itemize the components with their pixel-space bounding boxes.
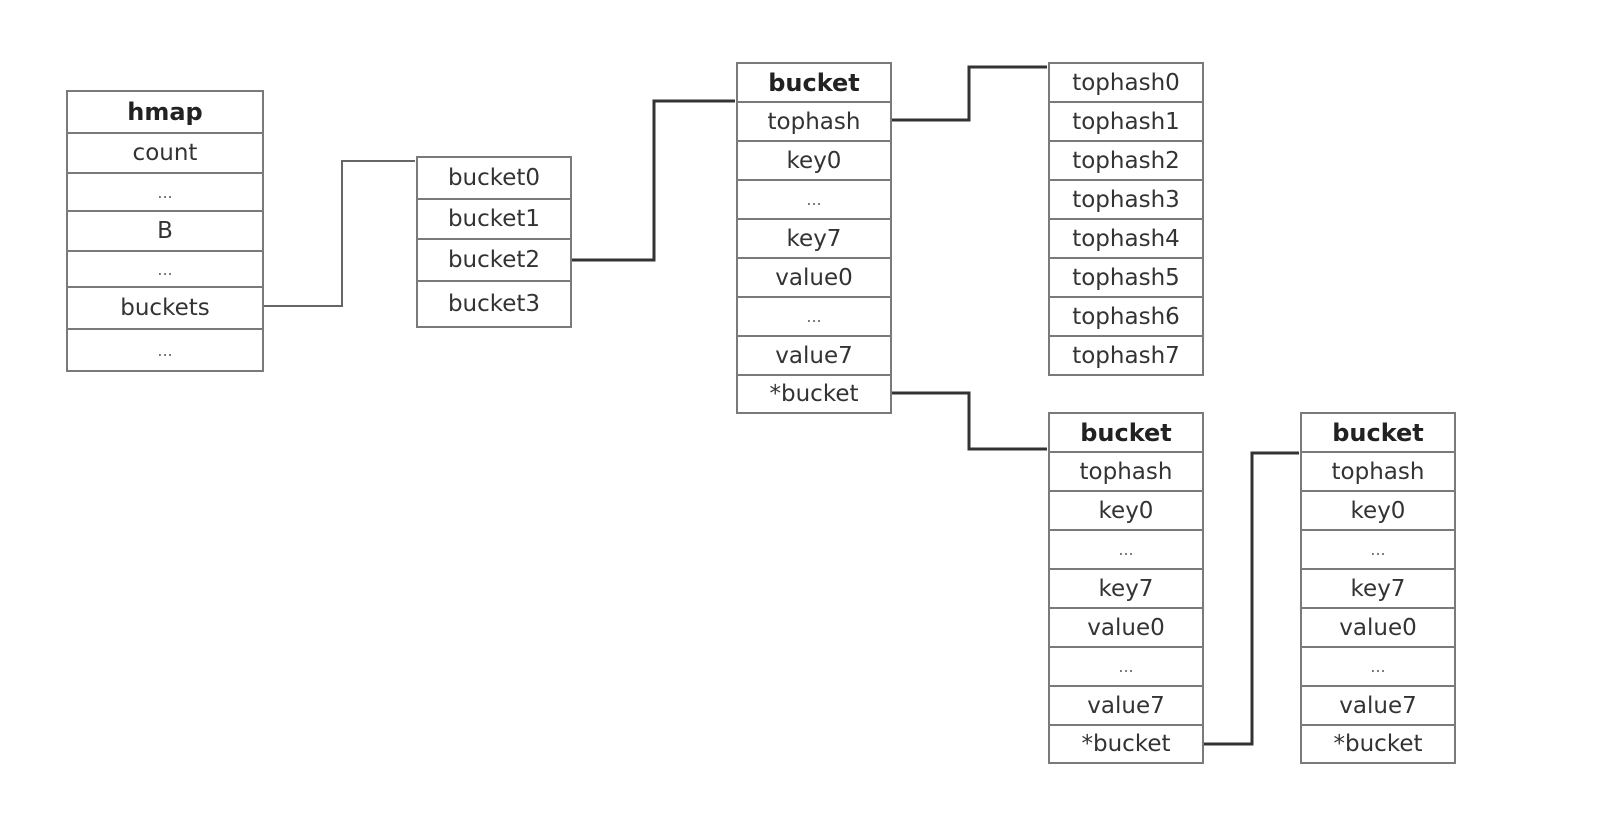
bucket-field-ellipsis: ... (1048, 646, 1204, 687)
hmap-struct: hmap count ... B ... buckets ... (66, 90, 264, 372)
bucket-struct-main: bucket tophash key0 ... key7 value0 ... … (736, 62, 892, 414)
arrow-bucket2-to-bucket (572, 99, 735, 262)
bucket-field-value7: value7 (736, 335, 892, 376)
bucket-field-overflow: *bucket (736, 374, 892, 414)
bucket-field-value0: value0 (1300, 607, 1456, 648)
bucket-field-value0: value0 (1048, 607, 1204, 648)
bucket-field-tophash: tophash (736, 101, 892, 142)
arrow-tophash-to-tophash-array (892, 65, 1047, 122)
bucket-array-item: bucket3 (416, 280, 572, 328)
bucket-field-key0: key0 (736, 140, 892, 181)
tophash-item: tophash1 (1048, 101, 1204, 142)
bucket-field-overflow: *bucket (1048, 724, 1204, 764)
bucket-array-item: bucket2 (416, 238, 572, 282)
bucket-field-tophash: tophash (1300, 451, 1456, 492)
bucket-struct-overflow-2: bucket tophash key0 ... key7 value0 ... … (1300, 412, 1456, 764)
bucket-field-overflow: *bucket (1300, 724, 1456, 764)
arrow-buckets-to-bucket-array (264, 160, 415, 307)
hmap-field-ellipsis: ... (66, 172, 264, 212)
bucket-field-ellipsis: ... (736, 179, 892, 220)
bucket-array: bucket0 bucket1 bucket2 bucket3 (416, 156, 572, 328)
hmap-field-ellipsis: ... (66, 328, 264, 372)
bucket-field-value0: value0 (736, 257, 892, 298)
bucket-array-item: bucket0 (416, 156, 572, 200)
bucket-field-tophash: tophash (1048, 451, 1204, 492)
bucket-field-key7: key7 (1300, 568, 1456, 609)
bucket-array-item: bucket1 (416, 198, 572, 240)
hmap-title: hmap (66, 90, 264, 134)
bucket-field-key0: key0 (1048, 490, 1204, 531)
bucket-field-key7: key7 (736, 218, 892, 259)
tophash-item: tophash5 (1048, 257, 1204, 298)
tophash-array: tophash0 tophash1 tophash2 tophash3 toph… (1048, 62, 1204, 376)
bucket-field-key0: key0 (1300, 490, 1456, 531)
tophash-item: tophash7 (1048, 335, 1204, 376)
arrow-overflow-to-bucket-1 (892, 391, 1047, 451)
bucket-title: bucket (1048, 412, 1204, 453)
bucket-struct-overflow-1: bucket tophash key0 ... key7 value0 ... … (1048, 412, 1204, 764)
arrow-overflow-to-bucket-2 (1204, 451, 1299, 746)
tophash-item: tophash4 (1048, 218, 1204, 259)
tophash-item: tophash2 (1048, 140, 1204, 181)
bucket-field-ellipsis: ... (736, 296, 892, 337)
